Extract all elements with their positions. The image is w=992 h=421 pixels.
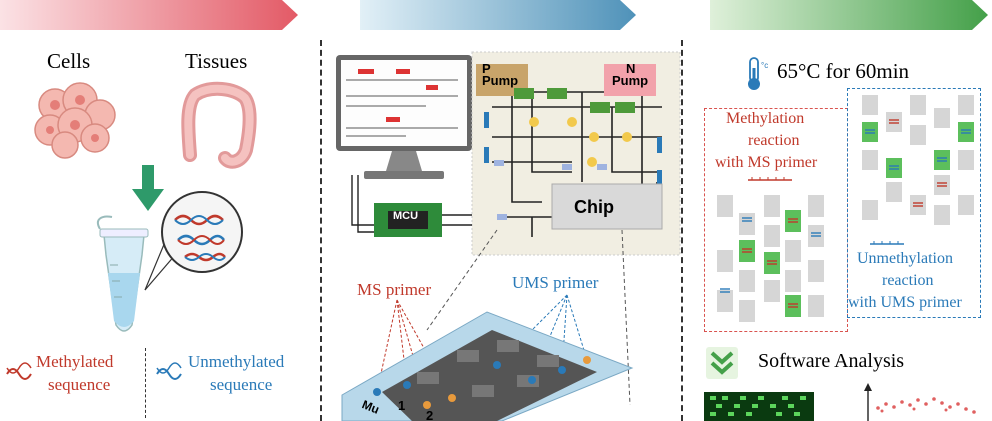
tissues-label: Tissues [185, 49, 248, 73]
sample-tube-illustration [96, 215, 149, 332]
n-pump-label-line2: Pump [612, 73, 649, 88]
n-pump [604, 64, 656, 96]
temperature-condition-label: 65°C for 60min [777, 59, 910, 83]
methylation-reaction-line3: with MS primer [715, 154, 818, 171]
fluidic-board [471, 51, 681, 256]
well-label-1: 1 [398, 398, 406, 413]
unmethylation-reaction-line1: Unmethylation [857, 250, 953, 267]
stage-banner-3 [710, 0, 988, 30]
methylated-dna-icon [6, 362, 32, 380]
panel-divider-2 [681, 40, 683, 421]
microfluidic-chip-illustration [341, 294, 634, 421]
unmethylation-reaction-line2: reaction [882, 272, 934, 289]
sample-panel: Cells Tissues [0, 0, 322, 421]
unmethylation-reaction-box [847, 88, 981, 318]
reaction-wells-illustration [717, 95, 974, 322]
ms-primer-label: MS primer [357, 280, 432, 299]
arrow-down-icon [132, 165, 164, 211]
analysis-results-illustration [704, 383, 976, 421]
device-panel: P Pump N Pump Chip MCU MS primer UMS pri… [322, 0, 682, 421]
p-pump-label-line2: Pump [482, 73, 519, 88]
unmethylated-dna-icon [156, 362, 182, 380]
chip-label: Chip [574, 197, 614, 217]
cells-illustration [34, 82, 116, 159]
methylation-reaction-line1: Methylation [726, 110, 805, 127]
n-pump-label-line1: N [626, 61, 636, 76]
methylated-label-line1: Methylated [36, 352, 114, 371]
computer-monitor-illustration [336, 55, 472, 179]
unmethylated-label-line1: Unmethylated [188, 352, 285, 371]
cable-lines [351, 175, 631, 406]
methylated-label-line2: sequence [48, 375, 111, 394]
mcu-board [374, 203, 442, 237]
cells-label: Cells [47, 49, 91, 73]
mcu-label: MCU [393, 210, 419, 222]
unmethylation-reaction-line3: with UMS primer [848, 294, 962, 311]
panel-divider-1 [320, 40, 322, 421]
dna-magnifier-illustration [144, 191, 243, 291]
unmethylated-label-line2: sequence [210, 375, 273, 394]
ums-primer-label: UMS primer [512, 273, 599, 292]
methylation-reaction-line2: reaction [748, 132, 800, 149]
double-chevron-down-icon [706, 347, 738, 379]
stage-banner-2 [360, 0, 636, 30]
thermometer-icon: °c [748, 57, 768, 90]
svg-text:°c: °c [761, 61, 768, 70]
colon-tissue-illustration [181, 81, 257, 169]
software-analysis-label: Software Analysis [758, 350, 905, 372]
chip [551, 183, 663, 230]
p-pump-label-line1: P [482, 61, 491, 76]
legend-divider [145, 348, 146, 418]
well-label-2: 2 [426, 408, 434, 421]
analysis-panel: °c 65°C for 60min Methylation reaction w… [682, 0, 992, 421]
stage-banner-1 [0, 0, 298, 30]
